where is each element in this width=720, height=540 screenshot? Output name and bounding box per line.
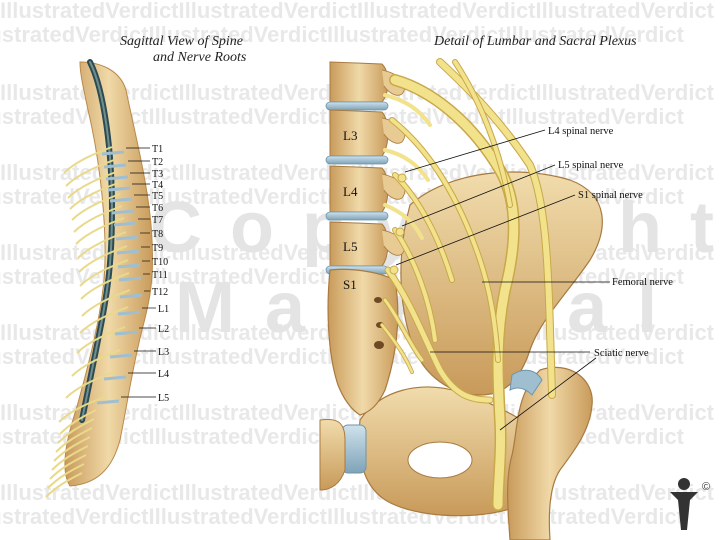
- watermark-text: IllustratedVerdictIllustratedVerdictIllu…: [0, 0, 715, 23]
- intervertebral-disc: [119, 293, 143, 299]
- intervertebral-disc: [118, 276, 142, 282]
- nerve-root: [47, 463, 85, 489]
- left-panel-title-line1: Sagittal View of Spine: [120, 34, 244, 49]
- callout-s1-spinal-nerve: S1 spinal nerve: [578, 190, 643, 201]
- femur: [507, 366, 593, 540]
- callout-sciatic-nerve: Sciatic nerve: [594, 348, 649, 359]
- callout-femoral-nerve: Femoral nerve: [612, 277, 673, 288]
- spine-level-t7: T7: [152, 215, 163, 226]
- callout-leaders: [395, 129, 610, 431]
- plexus-nerves: [380, 58, 556, 511]
- spine-level-t12: T12: [152, 287, 168, 298]
- spine-level-t1: T1: [152, 144, 163, 155]
- obturator-foramen: [407, 441, 473, 479]
- intervertebral-disc: [116, 249, 140, 255]
- nerve-root: [73, 205, 123, 233]
- vertebral-body: [329, 61, 389, 103]
- left-panel-title-line2: and Nerve Roots: [153, 50, 247, 65]
- nerve-root: [65, 371, 115, 399]
- nerve-root: [57, 418, 95, 444]
- intervertebral-disc: [117, 263, 141, 269]
- sagittal-spine-figure: [45, 59, 153, 498]
- vertebral-body: [329, 165, 389, 213]
- watermark-text: IllustratedVerdictIllustratedVerdictIllu…: [0, 22, 685, 47]
- nerve-root: [58, 395, 108, 423]
- nerve-root: [59, 409, 97, 435]
- nerve-root: [77, 231, 127, 259]
- intervertebral-disc: [96, 399, 120, 405]
- vertebra-label-l5: L5: [343, 239, 357, 254]
- intervertebral-disc: [325, 155, 389, 165]
- intervertebral-disc: [103, 375, 127, 381]
- intervertebral-disc: [113, 221, 137, 227]
- nerve-root: [71, 193, 121, 221]
- callout-l4-spinal-nerve: L4 spinal nerve: [548, 126, 614, 137]
- watermark-text: IllustratedVerdictIllustratedVerdictIllu…: [0, 504, 685, 529]
- spine-level-t2: T2: [152, 157, 163, 168]
- spine-level-t10: T10: [152, 257, 168, 268]
- nerve-root: [78, 245, 128, 273]
- spine-level-t4: T4: [152, 180, 163, 191]
- spine-level-t5: T5: [152, 191, 163, 202]
- intervertebral-disc: [114, 330, 138, 336]
- nerve-root: [76, 326, 126, 354]
- lumbar-sacral-figure: [319, 58, 603, 540]
- spine-level-l1: L1: [158, 304, 169, 315]
- intervertebral-disc: [109, 353, 133, 359]
- nerve-root: [71, 349, 121, 377]
- nerve-root: [79, 259, 129, 287]
- nerve-root: [80, 272, 130, 300]
- spine-level-t9: T9: [152, 243, 163, 254]
- nerve-root: [69, 182, 119, 210]
- nerve-root: [49, 454, 87, 480]
- vertebra-label-l3: L3: [343, 128, 357, 143]
- nerve-root: [51, 445, 89, 471]
- spine-level-l2: L2: [158, 324, 169, 335]
- intervertebral-disc: [107, 186, 131, 192]
- intervertebral-disc: [111, 209, 135, 215]
- spine-level-l4: L4: [158, 369, 169, 380]
- vertebral-body: [329, 109, 389, 157]
- nerve-root: [67, 171, 117, 199]
- nerve-callout-labels: L4 spinal nerve L5 spinal nerve S1 spina…: [548, 126, 673, 359]
- intervertebral-disc: [117, 310, 141, 316]
- nerve-root: [81, 289, 131, 317]
- logo-icon: ©: [670, 478, 710, 530]
- spine-level-t8: T8: [152, 229, 163, 240]
- intervertebral-disc: [105, 175, 129, 181]
- intervertebral-disc: [325, 211, 389, 221]
- spine-level-l3: L3: [158, 347, 169, 358]
- nerve-root: [75, 217, 125, 245]
- vertebra-labels: L3 L4 L5 S1: [343, 128, 358, 292]
- nerve-root: [63, 146, 113, 174]
- copyright-mark: ©: [702, 481, 710, 493]
- vertebra-label-l4: L4: [343, 184, 358, 199]
- spine-level-t6: T6: [152, 203, 163, 214]
- watermark-text: IllustratedVerdictIllustratedVerdictIllu…: [0, 480, 715, 505]
- spine-level-t11: T11: [152, 270, 168, 281]
- intervertebral-disc: [101, 150, 125, 156]
- vertebra-label-s1: S1: [343, 277, 357, 292]
- intervertebral-disc: [109, 197, 133, 203]
- nerve-root: [53, 436, 91, 462]
- intervertebral-disc: [115, 235, 139, 241]
- nerve-root: [45, 472, 83, 498]
- nerve-root: [55, 427, 93, 453]
- nerve-root: [65, 159, 115, 187]
- nerve-root: [79, 306, 129, 334]
- callout-l5-spinal-nerve: L5 spinal nerve: [558, 160, 624, 171]
- right-panel-title: Detail of Lumbar and Sacral Plexus: [434, 34, 637, 49]
- vertebral-body: [329, 221, 389, 267]
- intervertebral-disc: [325, 101, 389, 111]
- spine-level-t3: T3: [152, 169, 163, 180]
- spine-level-l5: L5: [158, 393, 169, 404]
- intervertebral-disc: [103, 163, 127, 169]
- sacrum: [327, 268, 399, 416]
